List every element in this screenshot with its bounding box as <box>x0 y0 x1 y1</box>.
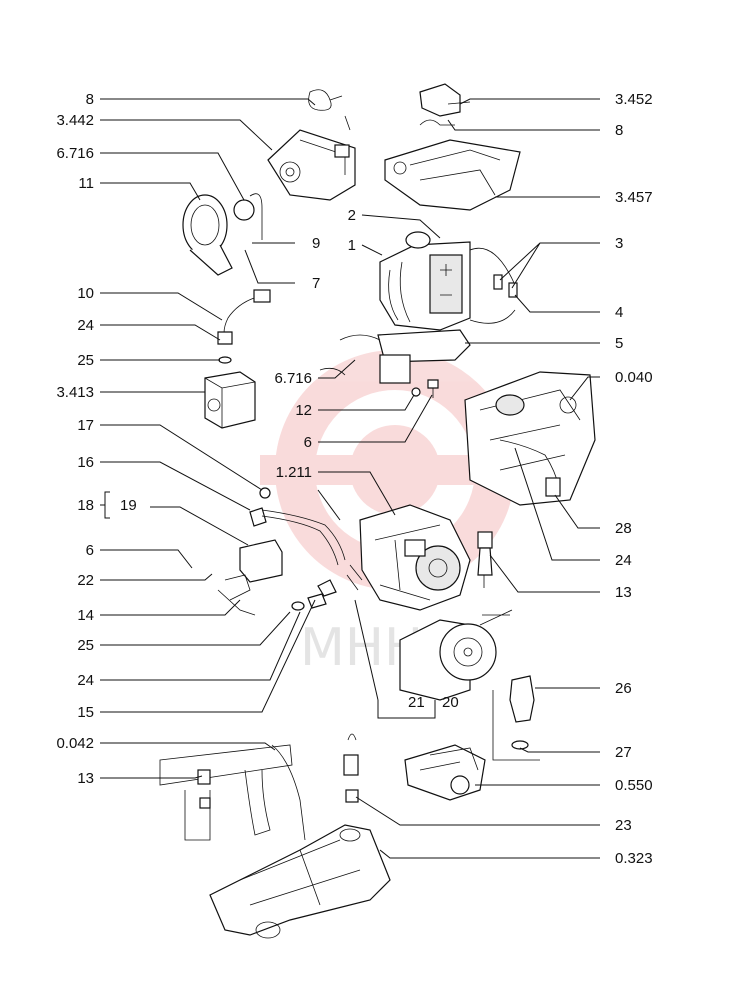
label-0550: 0.550 <box>615 777 653 794</box>
label-0042: 0.042 <box>56 735 94 752</box>
label-6716-top: 6.716 <box>56 145 94 162</box>
label-6716-mid: 6.716 <box>274 370 312 387</box>
label-8-top: 8 <box>86 91 94 108</box>
label-5: 5 <box>615 335 623 352</box>
label-6-mid: 6 <box>304 434 312 451</box>
switch-0550-part <box>404 675 540 801</box>
label-20: 20 <box>442 694 459 711</box>
drum-20-part <box>399 609 513 701</box>
label-11: 11 <box>78 175 94 192</box>
label-27: 27 <box>615 744 632 761</box>
label-17: 17 <box>77 417 94 434</box>
bracket-3442-part <box>267 89 356 201</box>
reservoir-1-part <box>319 231 516 384</box>
label-1211: 1.211 <box>276 464 312 481</box>
frame-3457-part <box>384 83 521 211</box>
label-16: 16 <box>77 454 94 471</box>
sensor-13-part <box>477 531 493 588</box>
fitting-15-part <box>291 579 337 611</box>
label-10: 10 <box>77 285 94 302</box>
label-23: 23 <box>615 817 632 834</box>
label-12: 12 <box>295 402 312 419</box>
label-22: 22 <box>77 572 94 589</box>
label-24-top: 24 <box>77 317 94 334</box>
label-2: 2 <box>348 207 356 224</box>
label-4: 4 <box>615 304 623 321</box>
sensor-23-part <box>343 733 359 803</box>
label-3442: 3.442 <box>56 112 94 129</box>
label-1: 1 <box>348 237 356 254</box>
label-3413: 3.413 <box>56 384 94 401</box>
label-6-left: 6 <box>86 542 94 559</box>
label-28: 28 <box>615 520 632 537</box>
label-18: 18 <box>77 497 94 514</box>
gearbox-0040-part <box>464 371 596 506</box>
bracket-0042-part <box>159 744 306 841</box>
label-19: 19 <box>120 497 137 514</box>
valve-block-18-part <box>217 487 346 616</box>
label-8-right: 8 <box>615 122 623 139</box>
label-13-right: 13 <box>615 584 632 601</box>
leader-lines <box>100 98 600 859</box>
transmission-1211-part <box>346 504 471 611</box>
label-0040: 0.040 <box>615 369 653 386</box>
axle-0323-part <box>209 824 391 939</box>
label-25-top: 25 <box>77 352 94 369</box>
label-9: 9 <box>312 235 320 252</box>
label-3457: 3.457 <box>615 189 653 206</box>
bolt-12-6-part <box>411 379 439 398</box>
label-3: 3 <box>615 235 623 252</box>
label-0323: 0.323 <box>615 850 653 867</box>
label-26: 26 <box>615 680 632 697</box>
label-24-bottom: 24 <box>77 672 94 689</box>
label-15: 15 <box>77 704 94 721</box>
label-group: 8 3.442 6.716 11 9 7 10 24 25 3.413 3.45… <box>56 91 652 867</box>
label-13-left: 13 <box>77 770 94 787</box>
sensor-3-4-part <box>493 274 518 298</box>
label-3452: 3.452 <box>615 91 653 108</box>
label-24-right: 24 <box>615 552 632 569</box>
label-14: 14 <box>77 607 94 624</box>
label-21: 21 <box>408 694 425 711</box>
label-7: 7 <box>312 275 320 292</box>
label-25-bottom: 25 <box>77 637 94 654</box>
block-3413-part <box>204 289 271 429</box>
